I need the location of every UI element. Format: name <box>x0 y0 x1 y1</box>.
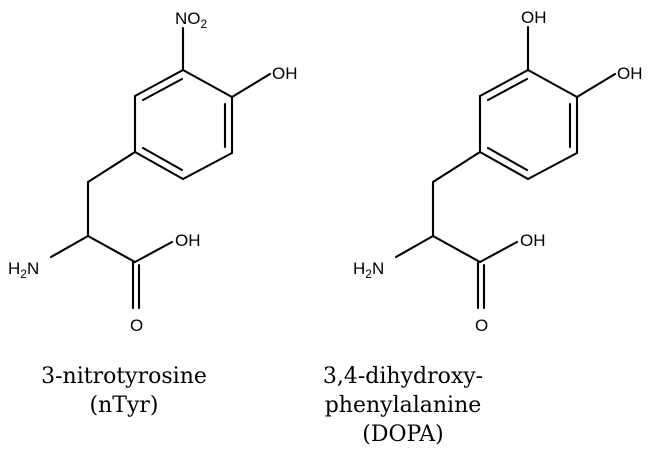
caption-line: 3-nitrotyrosine <box>41 364 207 389</box>
hydroxyl-bond <box>230 72 272 99</box>
nitro-label: NO2 <box>175 9 208 31</box>
hydroxyl-4-bond <box>575 72 617 99</box>
caption-line: (nTyr) <box>89 393 159 418</box>
hydroxyl-4-label: OH <box>617 64 643 83</box>
caption-dopa: 3,4-dihydroxy- phenylalanine (DOPA) <box>303 362 503 449</box>
calpha-carboxyl-bond <box>431 234 482 264</box>
acid-oh-label: OH <box>175 231 201 250</box>
caption-line: (DOPA) <box>362 422 444 447</box>
ring-ch2-bond <box>431 150 482 184</box>
molecule-ntyr: NO2 OH H2N OH O <box>8 9 298 335</box>
ring-ch2-bond <box>86 150 137 184</box>
caption-line: 3,4-dihydroxy- <box>322 364 484 389</box>
acid-oh-label: OH <box>520 231 546 250</box>
hydroxyl-3-label: OH <box>521 8 547 27</box>
calpha-carboxyl-bond <box>86 234 137 264</box>
carbonyl-o-label: O <box>130 316 143 335</box>
carboxyl-oh-bond <box>133 240 174 264</box>
calpha-n-bond <box>394 234 435 259</box>
amine-label: H2N <box>353 259 384 281</box>
caption-line: phenylalanine <box>324 393 482 418</box>
hydroxyl-label: OH <box>272 64 298 83</box>
molecule-dopa: OH OH H2N OH O <box>353 8 643 335</box>
amine-label: H2N <box>8 259 39 281</box>
carboxyl-oh-bond <box>478 240 519 264</box>
benzene-ring <box>478 68 579 181</box>
carbonyl-o-label: O <box>475 316 488 335</box>
benzene-ring <box>133 68 234 181</box>
caption-ntyr: 3-nitrotyrosine (nTyr) <box>24 362 224 420</box>
calpha-n-bond <box>49 234 90 259</box>
